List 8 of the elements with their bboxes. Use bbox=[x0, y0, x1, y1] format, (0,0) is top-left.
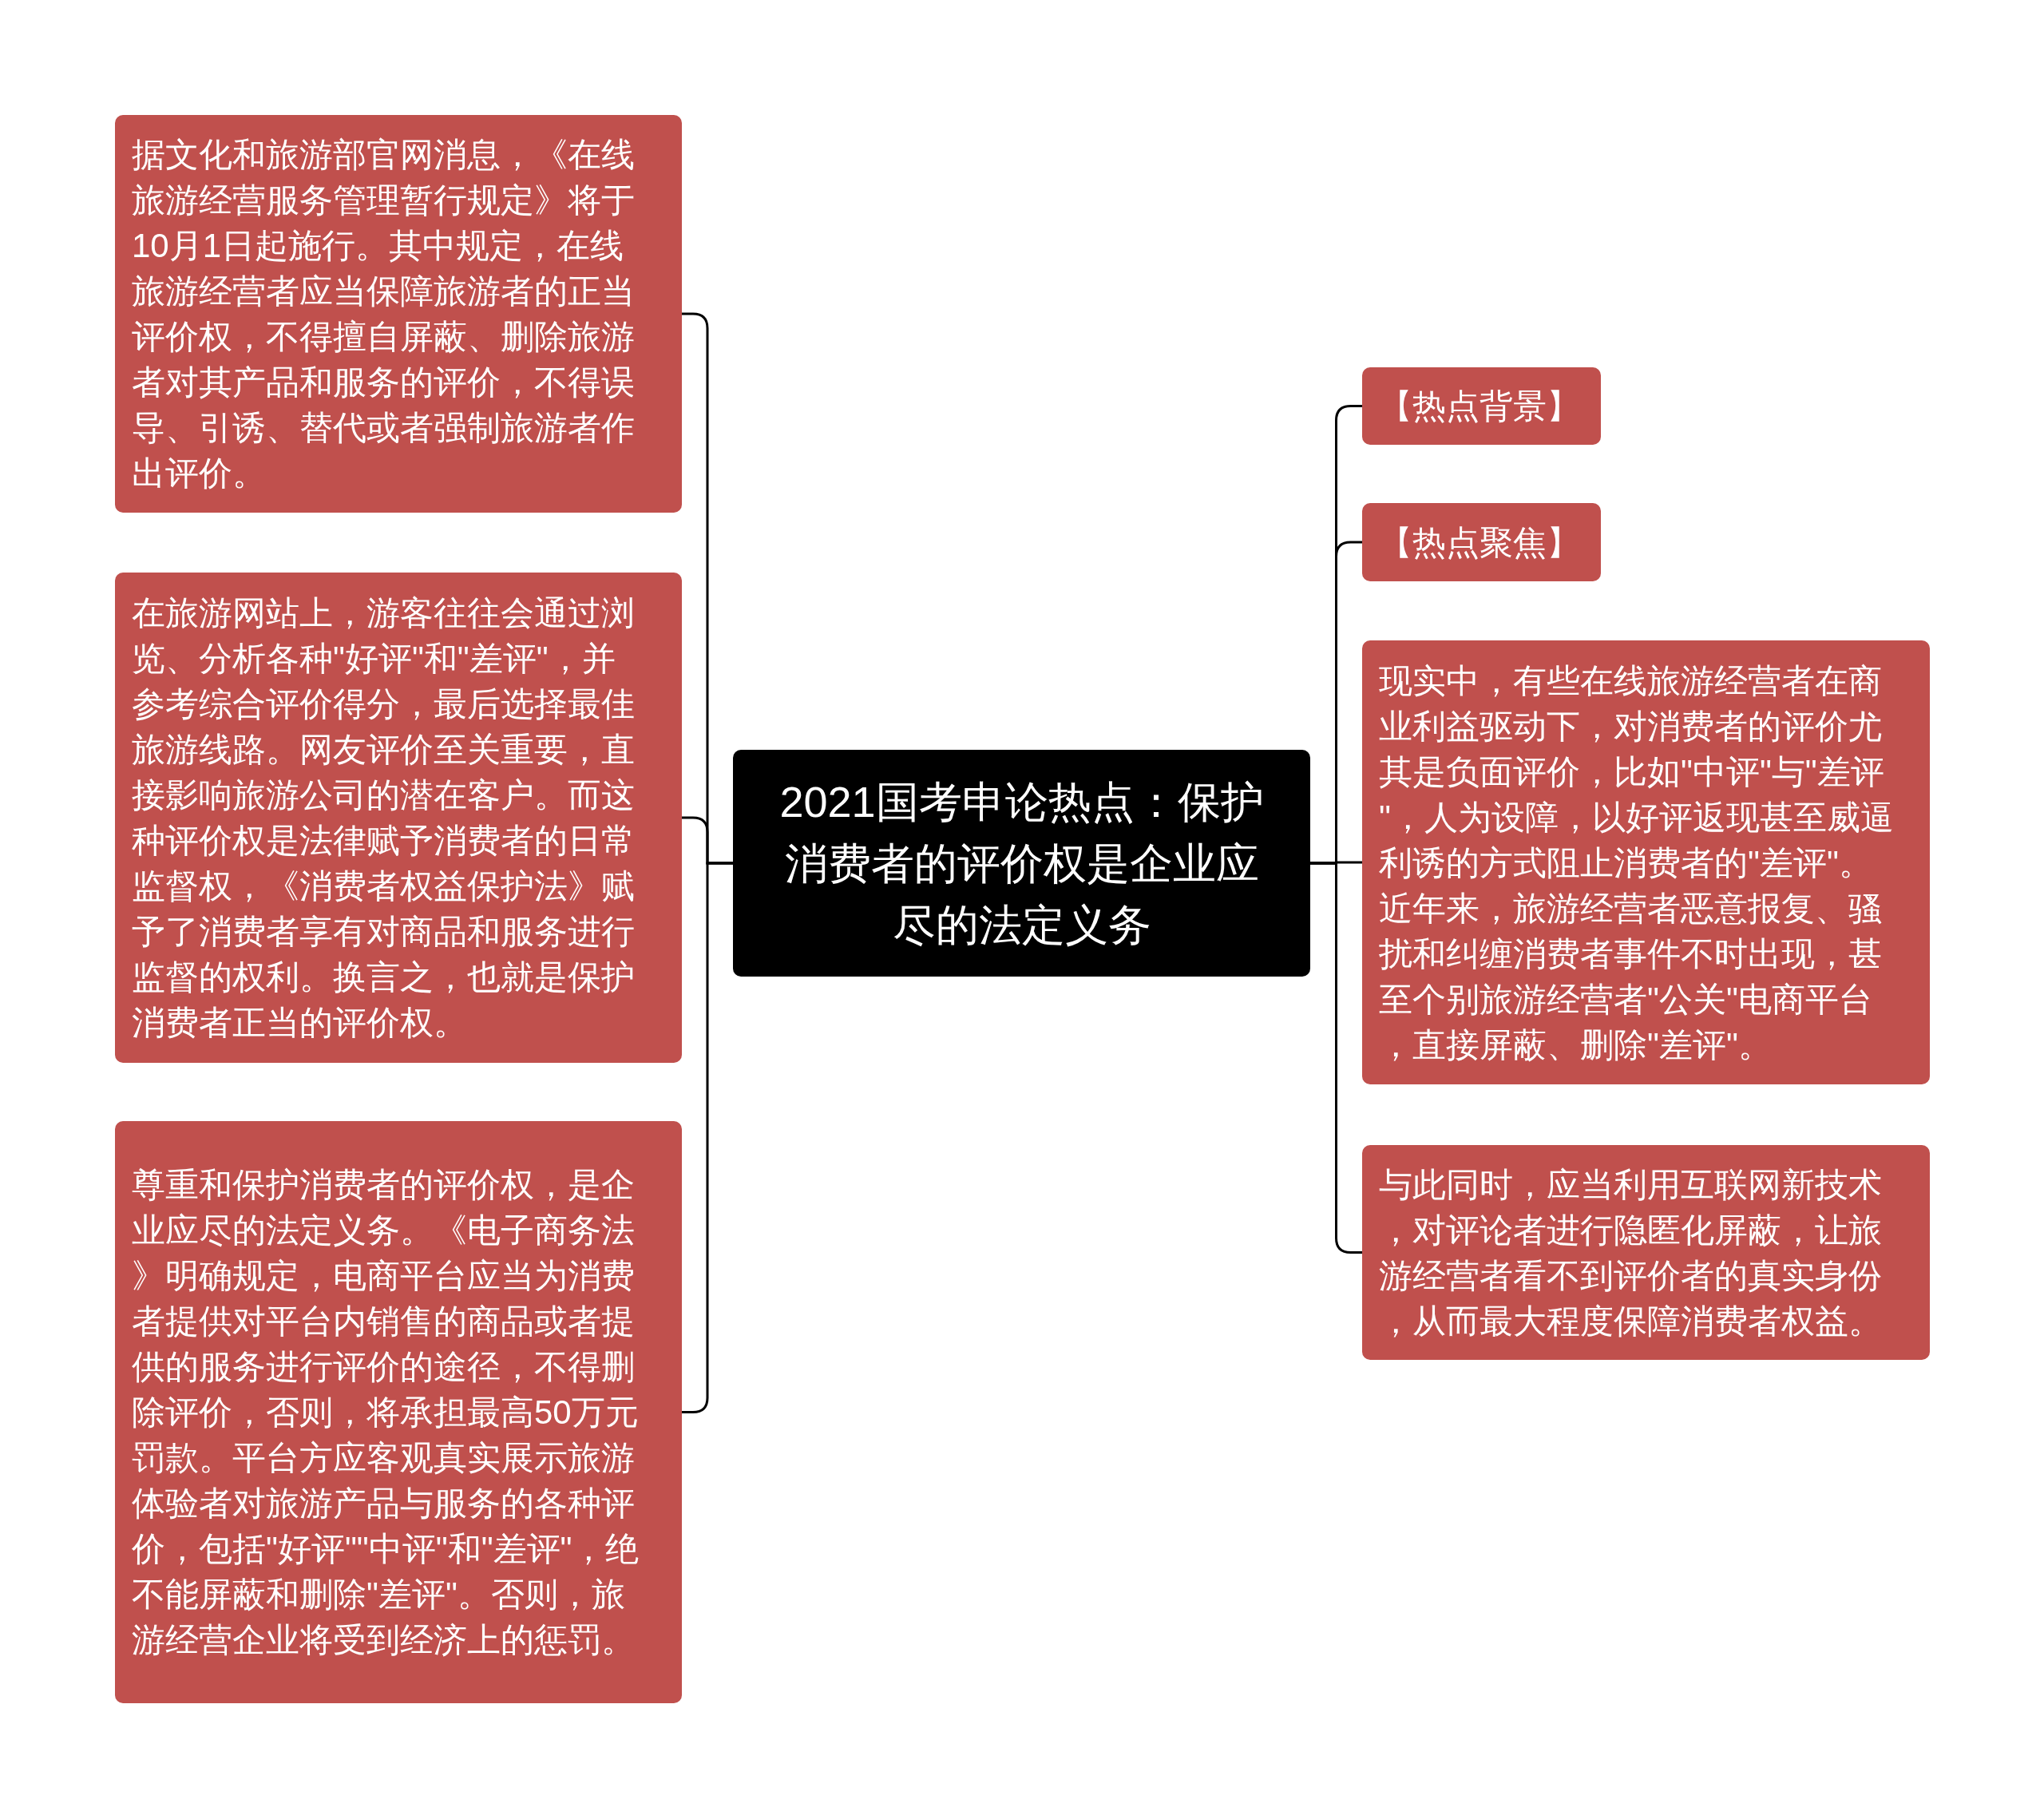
topic-box: 【热点聚焦】 bbox=[1362, 503, 1601, 581]
topic-box: 与此同时，应当利用互联网新技术，对评论者进行隐匿化屏蔽，让旅游经营者看不到评价者的真实身份，从而最大程度保障消费者权益。 bbox=[1362, 1145, 1930, 1360]
topic-box: 在旅游网站上，游客往往会通过浏览、分析各种"好评"和"差评"，并参考综合评价得分，最后选择最佳旅游线路。网友评价至关重要，直接影响旅游公司的潜在客户。而这种评价权是法律赋予消费者的日常监督权，《消费者权益保护法》赋予了消费者享有对商品和服务进行监督的权利。换言之，也就是保护消费者正当的评价权。 bbox=[115, 573, 682, 1063]
topic-box: 【热点背景】 bbox=[1362, 367, 1601, 445]
topic-box: 据文化和旅游部官网消息，《在线旅游经营服务管理暂行规定》将于10月1日起施行。其中规定，在线旅游经营者应当保障旅游者的正当评价权，不得擅自屏蔽、删除旅游者对其产品和服务的评价，不得误导、引诱、替代或者强制旅游者作出评价。 bbox=[115, 115, 682, 513]
topic-box: 现实中，有些在线旅游经营者在商业利益驱动下，对消费者的评价尤其是负面评价，比如"中评"与"差评"，人为设障，以好评返现甚至威逼利诱的方式阻止消费者的"差评"。近年来，旅游经营者恶意报复、骚扰和纠缠消费者事件不时出现，甚至个别旅游经营者"公关"电商平台，直接屏蔽、删除"差评"。 bbox=[1362, 640, 1930, 1084]
topic-box: 尊重和保护消费者的评价权，是企业应尽的法定义务。《电子商务法》明确规定，电商平台应当为消费者提供对平台内销售的商品或者提供的服务进行评价的途径，不得删除评价，否则，将承担最高50万元罚款。平台方应客观真实展示旅游体验者对旅游产品与服务的各种评价，包括"好评""中评"和"差评"，绝不能屏蔽和删除"差评"。否则，旅游经营企业将受到经济上的惩罚。 bbox=[115, 1121, 682, 1703]
central-topic-box: 2021国考申论热点：保护消费者的评价权是企业应尽的法定义务 bbox=[733, 750, 1310, 977]
